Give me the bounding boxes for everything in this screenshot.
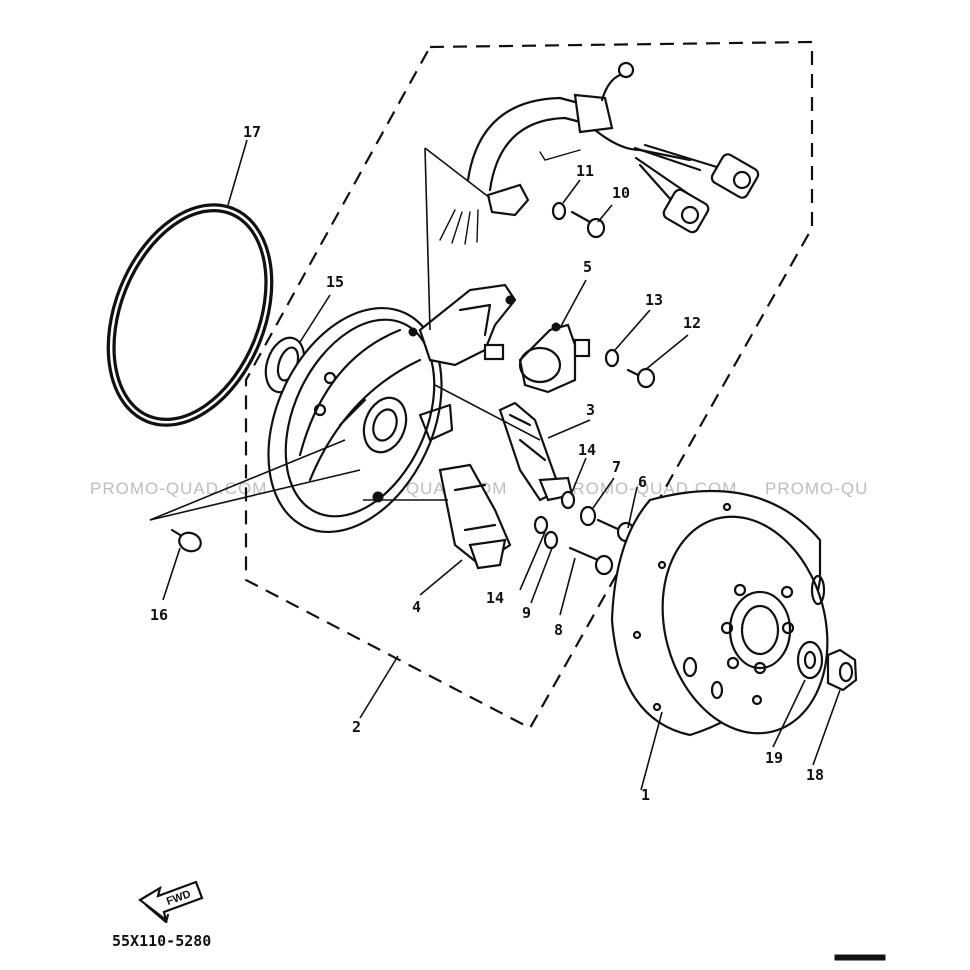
callout-14-lower: 14 [486,589,504,607]
screw-10 [551,201,606,239]
wire-harness [439,61,760,245]
watermark-1: PROMO-QUAD.COM [90,479,267,498]
callout-7: 7 [612,458,621,476]
callout-5: 5 [583,258,592,276]
charge-coil [498,401,574,502]
stator-assembly-outline [244,40,814,730]
callout-2: 2 [352,718,361,736]
leader-lines [149,139,841,791]
callout-13: 13 [645,291,663,309]
screw-16 [170,528,202,553]
callout-16: 16 [150,606,168,624]
callout-14-upper: 14 [578,441,596,459]
coil-bracket [418,283,517,367]
flywheel-rotor [610,489,829,737]
callout-4: 4 [412,598,421,616]
callout-3: 3 [586,401,595,419]
o-ring [106,203,274,427]
stator-plate [267,306,454,534]
callout-12: 12 [683,314,701,332]
connector-a [710,153,760,199]
callout-18: 18 [806,766,824,784]
callout-1: 1 [641,786,650,804]
callout-8: 8 [554,621,563,639]
nut-18 [826,648,858,692]
connector-b [662,188,710,234]
callout-15: 15 [326,273,344,291]
figure-code: 55X110-5280 [112,932,211,950]
callout-11: 11 [576,162,594,180]
pulser-coil [518,322,591,394]
callout-17: 17 [243,123,261,141]
callouts: 1 2 3 4 5 6 7 8 9 10 11 12 13 14 14 15 1… [150,123,824,804]
callout-6: 6 [638,473,647,491]
callout-10: 10 [612,184,630,202]
corner-mark [834,954,886,961]
lighting-coil [438,463,512,570]
washer-19 [796,640,824,680]
callout-9: 9 [522,604,531,622]
fwd-arrow-icon: FWD [138,880,204,924]
callout-19: 19 [765,749,783,767]
watermark-4: PROMO-QU [765,479,868,498]
